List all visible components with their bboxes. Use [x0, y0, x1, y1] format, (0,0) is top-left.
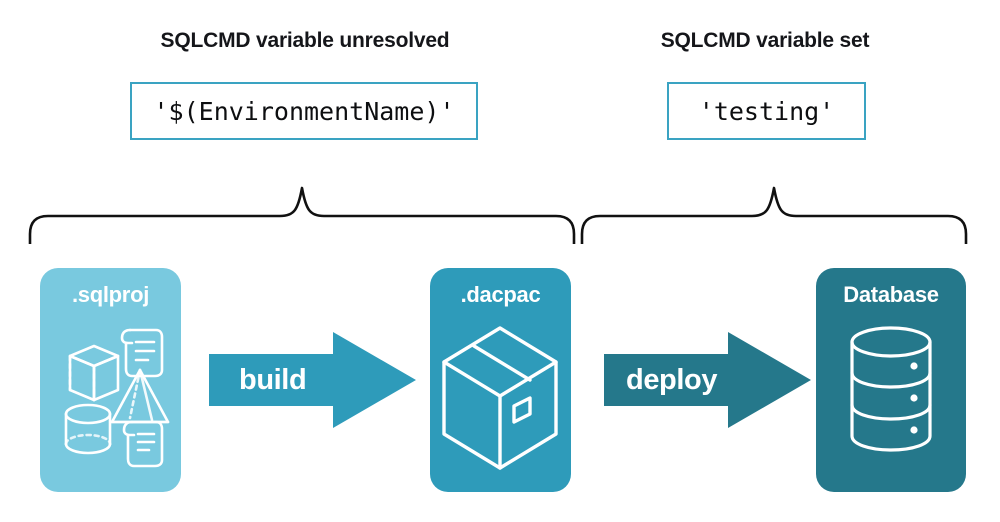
stage-box-database[interactable]: Database [816, 268, 966, 492]
brace-left [28, 186, 576, 246]
scroll-icon-bottom [122, 420, 164, 468]
code-box-set-variable: 'testing' [667, 82, 866, 140]
arrow-deploy-icon [604, 332, 811, 428]
brace-left-icon [28, 186, 576, 246]
dacpac-artwork [430, 310, 571, 488]
brace-right [580, 186, 968, 246]
arrow-build: build [205, 330, 420, 430]
brace-right-icon [580, 186, 968, 246]
cube-icon [68, 344, 120, 402]
section-title-right: SQLCMD variable set [660, 29, 870, 52]
package-box-icon [442, 326, 558, 470]
pyramid-icon [110, 368, 170, 424]
stage-label-dacpac: .dacpac [460, 282, 541, 307]
sqlproj-artwork [40, 310, 181, 488]
database-cylinder-icon [850, 326, 932, 452]
stage-label-database: Database [843, 282, 939, 307]
section-title-left: SQLCMD variable unresolved [160, 29, 450, 52]
stage-box-dacpac[interactable]: .dacpac [430, 268, 571, 492]
stage-label-sqlproj: .sqlproj [71, 282, 150, 307]
database-artwork [816, 310, 966, 488]
arrow-build-icon [209, 332, 416, 428]
code-box-unresolved-variable: '$(EnvironmentName)' [130, 82, 478, 140]
stage-box-sqlproj[interactable]: .sqlproj [40, 268, 181, 492]
scroll-icon-top [120, 328, 164, 378]
arrow-deploy: deploy [600, 330, 815, 430]
cylinder-icon [64, 403, 112, 455]
